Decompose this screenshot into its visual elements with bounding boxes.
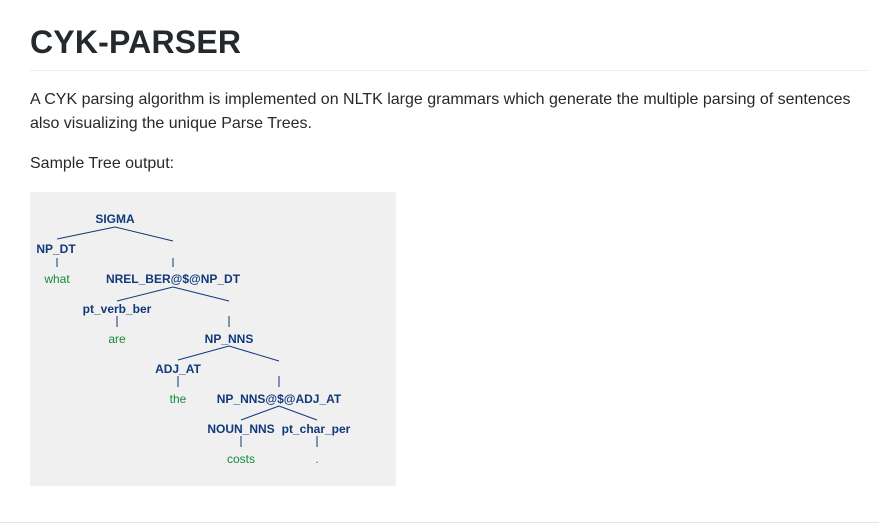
tree-leaf-are: are [108,332,126,346]
tree-node-np-dt: NP_DT [36,242,76,256]
parse-tree-image: SIGMA NP_DT what NREL_BER@$@NP_DT pt_ver… [30,192,396,486]
tree-node-nrel-ber: NREL_BER@$@NP_DT [106,272,241,286]
tree-node-pt-verb-ber: pt_verb_ber [83,302,152,316]
page-title: CYK-PARSER [30,24,242,60]
tree-leaf-period: . [315,452,318,466]
description: A CYK parsing algorithm is implemented o… [30,91,851,132]
tree-node-np-nns: NP_NNS [205,332,254,346]
title-divider [30,70,868,71]
tree-edges [56,226,318,447]
parse-tree-svg: SIGMA NP_DT what NREL_BER@$@NP_DT pt_ver… [36,212,351,466]
tree-leaf-costs: costs [227,452,255,466]
bottom-divider [0,522,879,523]
tree-node-pt-char-per: pt_char_per [282,422,351,436]
sample-label: Sample Tree output: [30,155,175,172]
tree-node-sigma: SIGMA [95,212,135,226]
tree-leaf-what: what [43,272,70,286]
tree-node-noun-nns: NOUN_NNS [207,422,274,436]
tree-node-np-nns-adj-at: NP_NNS@$@ADJ_AT [217,392,342,406]
tree-leaf-the: the [170,392,187,406]
tree-node-adj-at: ADJ_AT [155,362,201,376]
